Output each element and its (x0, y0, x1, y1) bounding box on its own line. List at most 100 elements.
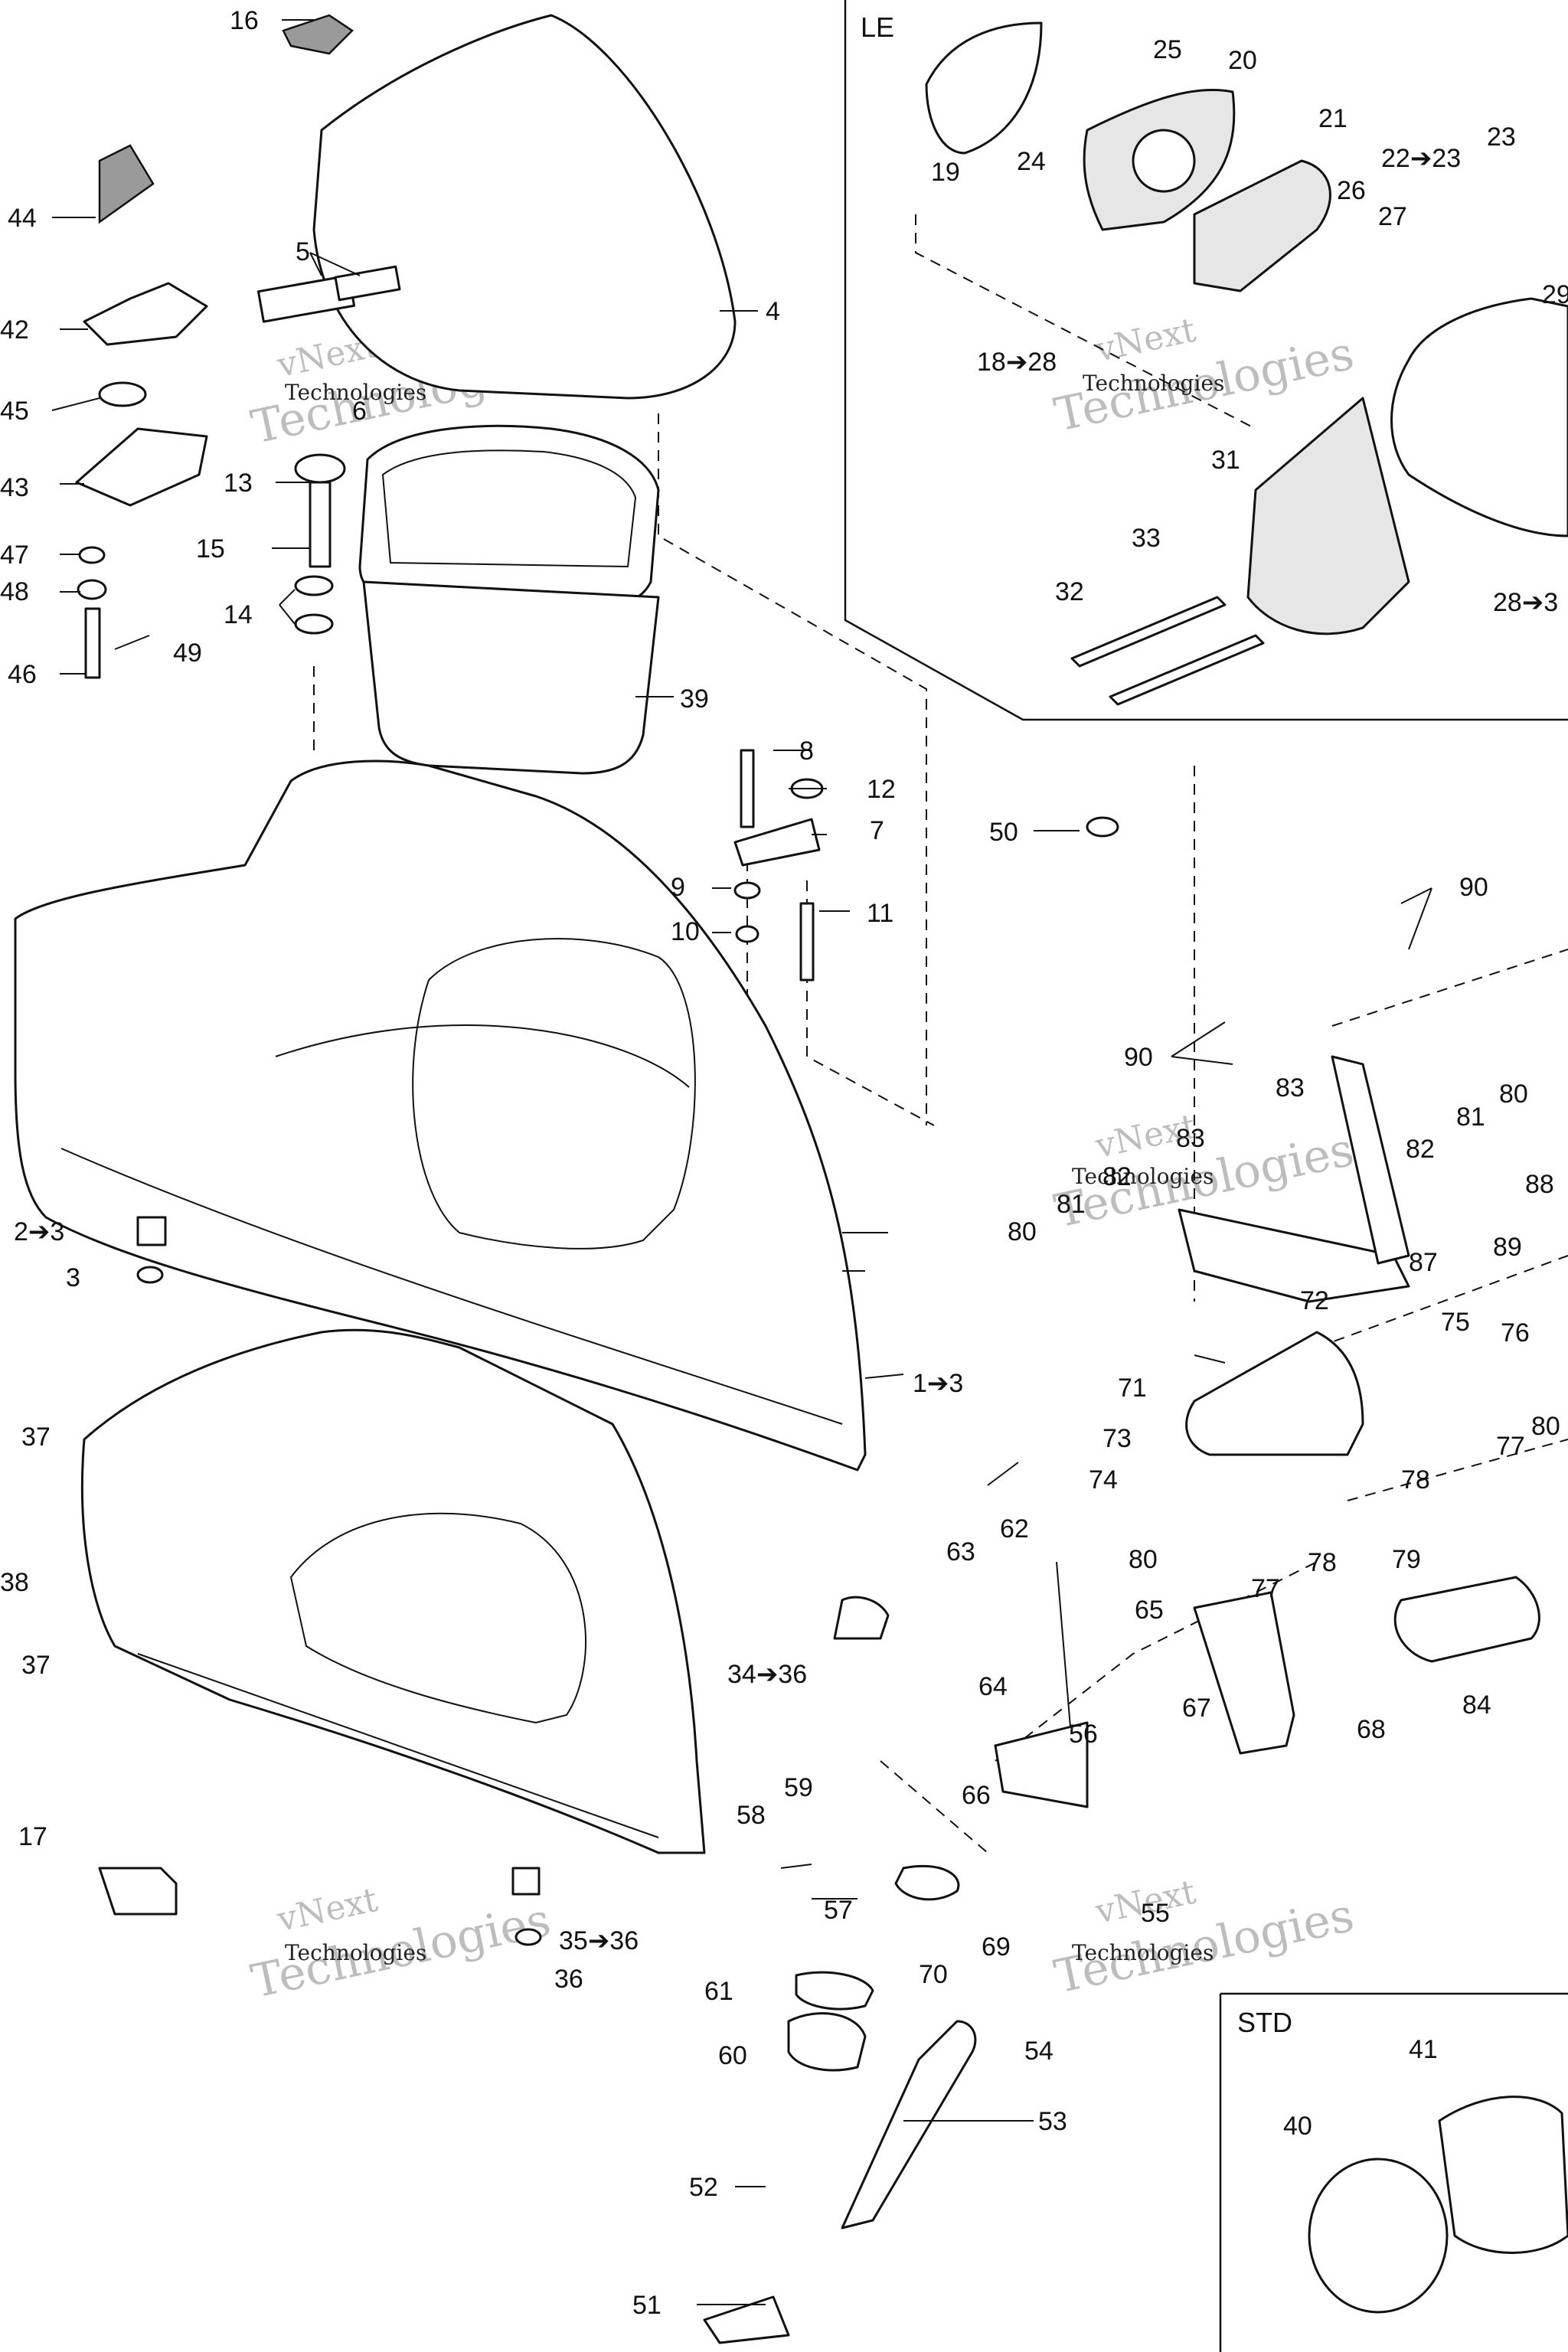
callout-37b: 37 (21, 1651, 51, 1680)
callout-26: 26 (1337, 176, 1366, 205)
callout-71: 71 (1118, 1374, 1147, 1403)
watermark-2: vNext Technologies (1050, 311, 1358, 443)
watermark-5-text: Technologies (285, 1940, 426, 1965)
callout-44: 44 (8, 204, 37, 233)
std-gauge-cover (1308, 2096, 1568, 2314)
hardware-parts (75, 14, 1119, 1946)
callout-42: 42 (0, 315, 29, 345)
callout-28: 28➔3 (1493, 588, 1558, 617)
callout-74: 74 (1089, 1465, 1118, 1494)
callout-79: 79 (1392, 1545, 1421, 1574)
callout-17: 17 (18, 1822, 47, 1851)
callout-24: 24 (1017, 147, 1046, 176)
callout-7: 7 (870, 816, 884, 845)
callout-87: 87 (1409, 1248, 1438, 1277)
callout-4: 4 (766, 297, 780, 326)
callout-53: 53 (1038, 2107, 1067, 2136)
watermark-6-text: Technologies (1072, 1940, 1214, 1965)
callout-12: 12 (867, 775, 896, 804)
callout-39: 39 (680, 684, 709, 714)
callout-47: 47 (0, 541, 29, 570)
callout-14: 14 (224, 600, 253, 629)
watermark-5: vNext Technologies (247, 1880, 555, 2009)
callout-16: 16 (230, 6, 259, 35)
callout-13: 13 (224, 469, 253, 498)
callout-6: 6 (352, 397, 367, 426)
std-box-title: STD (1237, 2007, 1292, 2038)
le-detail-frame: LE (844, 0, 1568, 721)
callout-80a: 80 (1499, 1080, 1528, 1109)
callout-40: 40 (1283, 2112, 1312, 2141)
leader-lines (51, 19, 1432, 2305)
callout-52: 52 (689, 2173, 718, 2202)
callout-57: 57 (824, 1896, 853, 1925)
watermark-6: vNext Technologies (1050, 1873, 1358, 2004)
callout-11: 11 (867, 899, 893, 928)
callout-51: 51 (632, 2291, 662, 2320)
callout-labels: 1➔3 2➔3 3 4 5 6 7 8 9 10 11 12 13 14 15 … (0, 6, 1568, 2320)
le-box-title: LE (861, 11, 894, 43)
watermark-1-text: Technologies (285, 380, 426, 405)
callout-80b: 80 (1008, 1217, 1037, 1246)
lower-bin-tub (80, 1328, 706, 1854)
callout-43: 43 (0, 473, 29, 502)
callout-78a: 78 (1401, 1465, 1430, 1494)
callout-62: 62 (1000, 1514, 1029, 1544)
callout-68: 68 (1357, 1715, 1386, 1744)
callout-15: 15 (196, 534, 225, 564)
callout-76: 76 (1501, 1318, 1530, 1348)
callout-50: 50 (989, 818, 1018, 847)
callout-54: 54 (1024, 2037, 1054, 2066)
callout-25: 25 (1153, 35, 1182, 64)
callout-9: 9 (671, 873, 685, 902)
callout-77a: 77 (1496, 1432, 1525, 1461)
assembly-lines (313, 214, 1568, 1854)
gas-spring-and-arm (703, 1561, 1295, 2344)
steering-bracket-assembly (1178, 1055, 1540, 1663)
callout-73: 73 (1102, 1424, 1132, 1453)
watermark-2-text: Technologies (1083, 371, 1224, 396)
callout-90a: 90 (1459, 873, 1488, 902)
callout-82b: 82 (1102, 1162, 1132, 1191)
callout-67: 67 (1182, 1694, 1211, 1723)
callout-37a: 37 (21, 1423, 51, 1452)
callout-72: 72 (1300, 1286, 1329, 1315)
callout-81b: 81 (1057, 1190, 1086, 1219)
callout-45: 45 (0, 397, 29, 426)
callout-63: 63 (946, 1537, 975, 1566)
callout-83a: 83 (1276, 1073, 1305, 1102)
callout-66: 66 (962, 1781, 991, 1810)
std-detail-frame: STD (1219, 1992, 1568, 2352)
callout-38: 38 (0, 1568, 29, 1597)
callout-59: 59 (784, 1773, 813, 1802)
callout-61: 61 (704, 1977, 733, 2006)
callout-82a: 82 (1406, 1135, 1435, 1164)
callout-69: 69 (982, 1932, 1011, 1962)
callout-77b: 77 (1251, 1574, 1280, 1603)
callout-70: 70 (919, 1960, 948, 1989)
callout-35: 35➔36 (559, 1926, 639, 1955)
le-gauge-housing (925, 21, 1568, 706)
callout-20: 20 (1228, 46, 1257, 75)
callout-64: 64 (978, 1672, 1008, 1701)
callout-2: 2➔3 (14, 1217, 64, 1246)
watermark-4-text: Technologies (1072, 1164, 1214, 1189)
callout-90b: 90 (1124, 1043, 1153, 1072)
callout-33: 33 (1132, 524, 1161, 553)
callout-21: 21 (1318, 104, 1348, 133)
callout-88: 88 (1525, 1170, 1554, 1199)
glove-box-bin (358, 424, 660, 775)
callout-78b: 78 (1308, 1548, 1337, 1577)
callout-46: 46 (8, 660, 37, 689)
callout-22: 22➔23 (1381, 144, 1461, 173)
windshield-visor (312, 14, 737, 400)
callout-83b: 83 (1176, 1124, 1205, 1153)
callout-41: 41 (1409, 2035, 1438, 2064)
callout-58: 58 (737, 1801, 766, 1830)
callout-29: 29 (1542, 280, 1568, 309)
callout-36: 36 (554, 1965, 583, 1994)
callout-80d: 80 (1129, 1545, 1158, 1574)
front-hood-cover (14, 760, 867, 1472)
callout-60: 60 (718, 2041, 747, 2070)
